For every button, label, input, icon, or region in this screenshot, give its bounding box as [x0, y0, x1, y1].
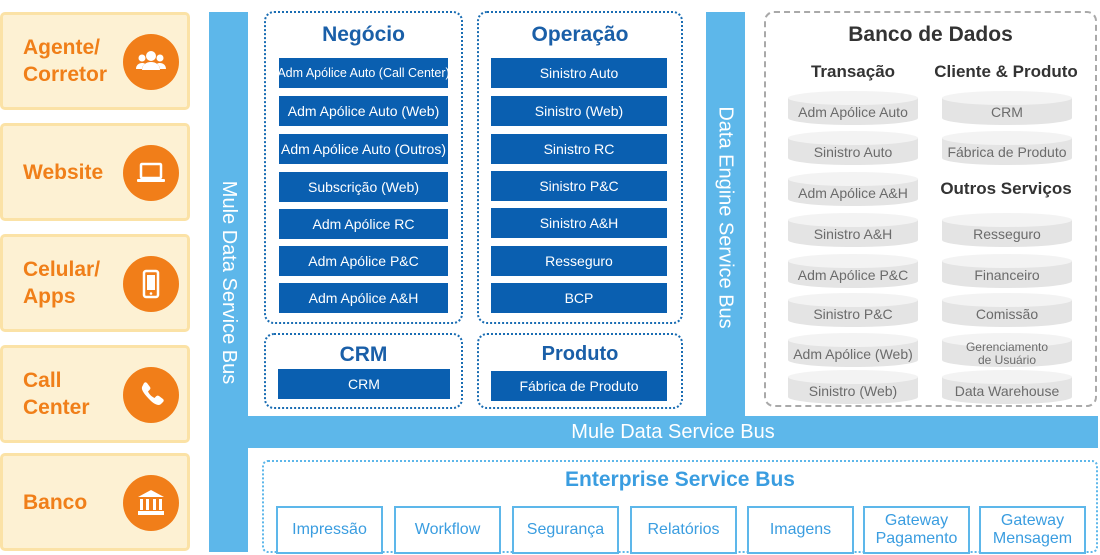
esb-item: Workflow — [394, 506, 501, 554]
database-label: Adm Apólice A&H — [798, 185, 908, 201]
produto-group: Produto Fábrica de Produto — [477, 333, 683, 409]
channel-label: Celular/ Apps — [23, 258, 101, 308]
esb-item: Imagens — [747, 506, 854, 554]
service-box: Fábrica de Produto — [491, 371, 667, 401]
laptop-icon — [123, 145, 179, 201]
database-label: Resseguro — [973, 226, 1041, 242]
service-box: Subscrição (Web) — [279, 172, 448, 202]
transacao-title: Transação — [810, 62, 896, 81]
bank-icon — [123, 475, 179, 531]
database-cylinder: Gerenciamento de Usuário — [942, 333, 1072, 367]
database-label: Sinistro (Web) — [808, 383, 898, 399]
database-label: Gerenciamento de Usuário — [965, 340, 1049, 367]
database-label: Sinistro Auto — [813, 144, 893, 160]
service-box: Adm Apólice P&C — [279, 246, 448, 276]
cliente-produto-title: Cliente & Produto — [934, 62, 1078, 81]
database-cylinder: CRM — [942, 91, 1072, 125]
group-title: CRM — [339, 343, 388, 366]
database-cylinder: Comissão — [942, 293, 1072, 327]
mule-data-service-bus-vertical: Mule Data Service Bus — [209, 12, 248, 552]
esb-title: Enterprise Service Bus — [565, 468, 795, 491]
channel-agente-corretor: Agente/ Corretor — [0, 12, 190, 110]
people-icon — [123, 34, 179, 90]
database-label: CRM — [991, 104, 1023, 120]
service-box: Sinistro (Web) — [491, 96, 667, 126]
esb-item: Gateway Mensagem — [979, 506, 1086, 554]
service-box: Resseguro — [491, 246, 667, 276]
database-label: Financeiro — [974, 267, 1040, 283]
channel-banco: Banco — [0, 453, 190, 551]
database-cylinder: Adm Apólice (Web) — [788, 333, 918, 367]
channel-label: Website — [23, 160, 104, 184]
channel-label: Agente/ Corretor — [23, 36, 108, 86]
database-cylinder: Adm Apólice Auto — [788, 91, 918, 125]
database-cylinder: Sinistro Auto — [788, 131, 918, 165]
database-cylinder: Sinistro P&C — [788, 293, 918, 327]
channel-celular-apps: Celular/ Apps — [0, 234, 190, 332]
database-label: Data Warehouse — [954, 383, 1060, 399]
database-cylinder: Data Warehouse — [942, 370, 1072, 404]
mule-data-service-bus-horizontal: Mule Data Service Bus — [248, 416, 1098, 448]
esb-item: Relatórios — [630, 506, 737, 554]
database-label: Adm Apólice Auto — [798, 104, 908, 120]
operacao-group: Operação Sinistro Auto Sinistro (Web) Si… — [477, 11, 683, 324]
database-cylinder: Financeiro — [942, 254, 1072, 288]
bus-label: Data Engine Service Bus — [715, 105, 737, 329]
enterprise-service-bus-group: Enterprise Service Bus Impressão Workflo… — [262, 460, 1098, 554]
group-title: Operação — [531, 23, 629, 46]
database-label: Adm Apólice (Web) — [793, 346, 913, 362]
esb-item: Impressão — [276, 506, 383, 554]
bus-label: Mule Data Service Bus — [218, 180, 241, 384]
database-label: Adm Apólice P&C — [797, 267, 909, 283]
channel-call-center: Call Center — [0, 345, 190, 443]
database-cylinder: Adm Apólice P&C — [788, 254, 918, 288]
service-box: Adm Apólice Auto (Web) — [279, 96, 448, 126]
database-cylinder: Sinistro (Web) — [788, 370, 918, 404]
group-title: Produto — [541, 343, 619, 365]
negocio-group: Negócio Adm Apólice Auto (Call Center) A… — [264, 11, 463, 324]
database-cylinder: Adm Apólice A&H — [788, 172, 918, 206]
service-box: BCP — [491, 283, 667, 313]
database-cylinder: Sinistro A&H — [788, 213, 918, 247]
bus-label: Mule Data Service Bus — [571, 420, 775, 443]
service-box: Adm Apólice Auto (Outros) — [279, 134, 448, 164]
service-box: Sinistro A&H — [491, 208, 667, 238]
esb-item: Segurança — [512, 506, 619, 554]
service-box: Adm Apólice A&H — [279, 283, 448, 313]
channel-website: Website — [0, 123, 190, 221]
database-label: Sinistro A&H — [813, 226, 893, 242]
database-label: Sinistro P&C — [813, 306, 893, 322]
channel-label: Banco — [23, 490, 88, 514]
data-engine-service-bus: Data Engine Service Bus — [706, 12, 745, 422]
database-label: Comissão — [975, 306, 1039, 322]
database-cylinder: Fábrica de Produto — [942, 131, 1072, 165]
service-box: CRM — [278, 369, 450, 399]
channel-label: Call Center — [23, 369, 90, 419]
database-label: Fábrica de Produto — [947, 144, 1067, 160]
service-box: Adm Apólice RC — [279, 209, 448, 239]
esb-item: Gateway Pagamento — [863, 506, 970, 554]
phone-icon — [123, 367, 179, 423]
service-box: Sinistro Auto — [491, 58, 667, 88]
service-box: Sinistro RC — [491, 134, 667, 164]
database-cylinder: Resseguro — [942, 213, 1072, 247]
group-title: Negócio — [322, 23, 405, 46]
service-box: Adm Apólice Auto (Call Center) — [277, 58, 450, 88]
outros-servicos-title: Outros Serviços — [940, 179, 1072, 198]
banco-de-dados-group: Banco de Dados Transação Cliente & Produ… — [764, 11, 1097, 407]
crm-group: CRM CRM — [264, 333, 463, 409]
database-title: Banco de Dados — [848, 23, 1013, 46]
smartphone-icon — [123, 256, 179, 312]
service-box: Sinistro P&C — [491, 171, 667, 201]
